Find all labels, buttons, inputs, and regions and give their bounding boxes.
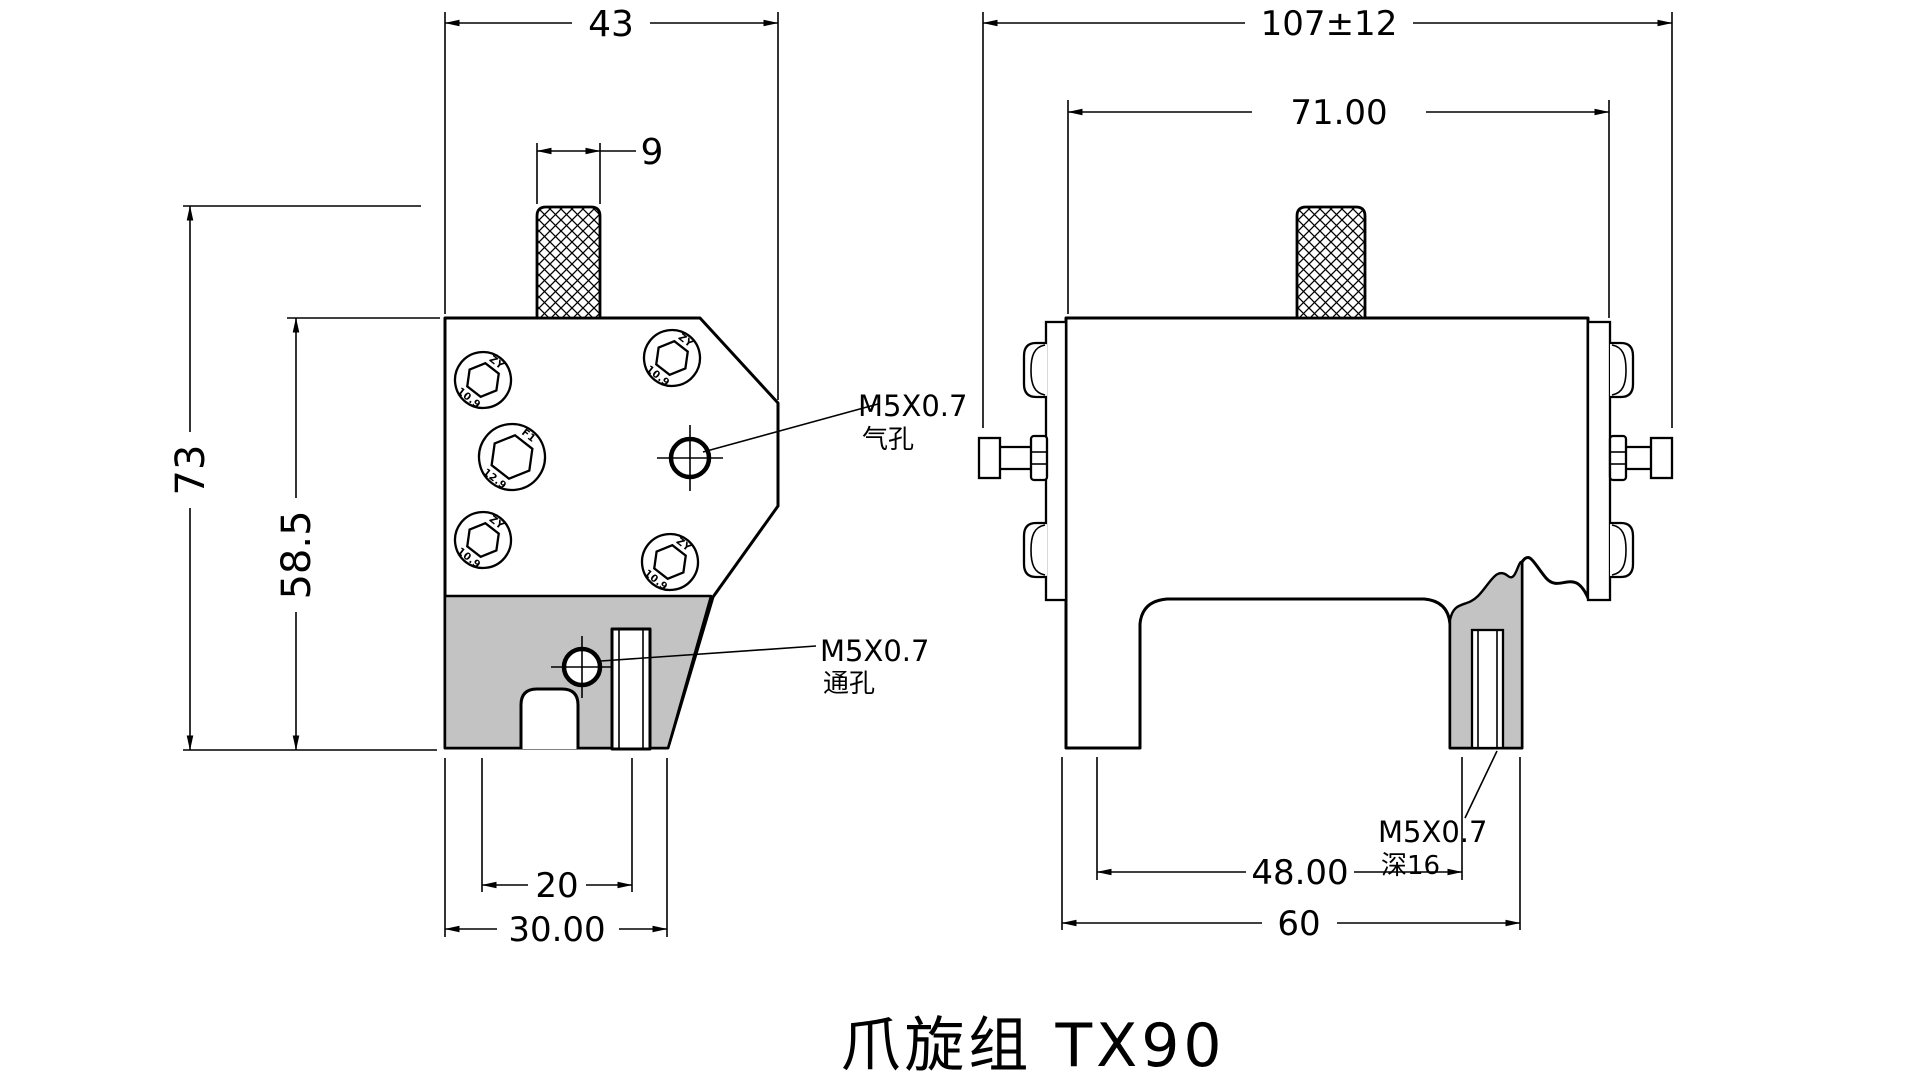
dim-side-outer-60: 60 — [1061, 757, 1521, 944]
dim-knob-width-9: 9 — [536, 132, 664, 204]
dim-text-107: 107±12 — [1261, 4, 1398, 44]
dim-side-body-71: 71.00 — [1067, 93, 1610, 318]
socket-bolt-bottom-left: ZY 10.9 — [453, 510, 513, 571]
dim-text-71: 71.00 — [1290, 93, 1387, 133]
front-knurled-knob — [535, 205, 602, 320]
side-view: 107±12 71.00 48.00 60 — [977, 4, 1674, 944]
side-knurled-knob — [1295, 205, 1367, 320]
dim-front-width-43: 43 — [444, 4, 779, 400]
hex-bolt-left — [977, 434, 1049, 482]
dim-text-20: 20 — [535, 866, 578, 906]
side-flange-right — [1586, 320, 1612, 602]
hex-bolt-right — [1608, 434, 1674, 482]
bolt-head-right-top — [1610, 341, 1635, 399]
dim-text-48: 48.00 — [1251, 853, 1348, 893]
socket-bolt-center-large: F1 12.9 — [477, 422, 547, 492]
callout-deep-sub: 深16 — [1381, 851, 1440, 881]
side-flange-left — [1044, 320, 1068, 602]
dim-text-30: 30.00 — [508, 910, 605, 950]
bolt-head-right-bottom — [1610, 521, 1635, 579]
side-threaded-hole — [1470, 628, 1505, 750]
callout-air-hole: M5X0.7 气孔 — [702, 389, 967, 455]
dim-body-height-58-5: 58.5 — [274, 317, 440, 751]
callout-air-label: M5X0.7 — [858, 389, 967, 423]
through-hole — [551, 636, 613, 698]
callout-air-sub: 气孔 — [862, 425, 914, 455]
callout-through-hole: M5X0.7 通孔 — [600, 634, 929, 699]
socket-bolt-bottom-right: ZY 10.9 — [640, 532, 700, 593]
socket-bolt-top-right: ZY 10.9 — [642, 328, 702, 389]
dim-text-58-5: 58.5 — [274, 510, 320, 599]
dim-text-60: 60 — [1277, 904, 1320, 944]
dim-base-30: 30.00 — [444, 758, 668, 950]
callout-deep-hole: M5X0.7 深16 — [1378, 750, 1498, 881]
front-u-notch — [519, 687, 580, 749]
bolt-head-left-top — [1022, 341, 1047, 399]
dim-side-inner-48: 48.00 — [1096, 757, 1463, 893]
air-hole — [657, 425, 723, 491]
dim-side-total-107: 107±12 — [982, 4, 1673, 428]
dim-text-43: 43 — [588, 4, 634, 45]
drawing-title: 爪旋组 TX90 — [840, 1011, 1225, 1080]
dim-text-73: 73 — [168, 445, 214, 496]
front-view: ZY 10.9 ZY 10.9 F1 12.9 ZY 10.9 ZY 10.9 — [168, 4, 967, 950]
callout-through-label: M5X0.7 — [820, 634, 929, 668]
callout-through-sub: 通孔 — [823, 669, 875, 699]
dim-text-9: 9 — [641, 132, 664, 173]
bolt-head-left-bottom — [1022, 521, 1047, 579]
dim-slot-20: 20 — [481, 758, 633, 906]
callout-deep-label: M5X0.7 — [1378, 815, 1487, 849]
dim-height-73: 73 — [168, 205, 437, 751]
front-slot — [610, 627, 652, 751]
